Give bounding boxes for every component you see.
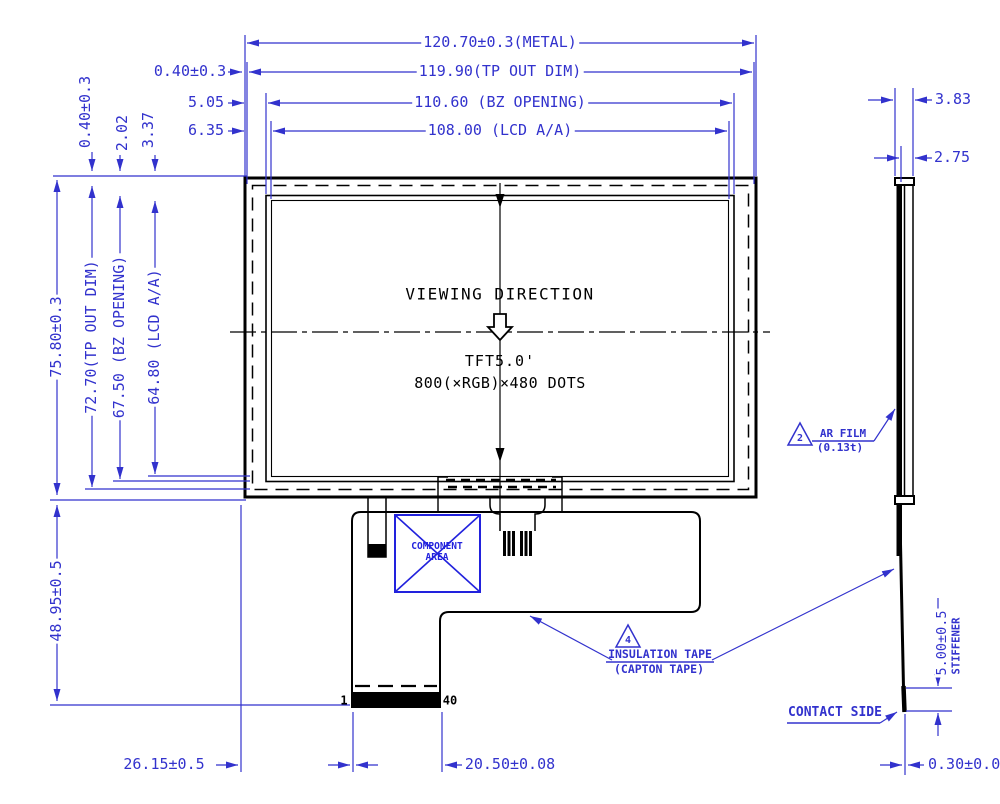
insulation-tape-flag-number: 4 bbox=[624, 634, 632, 646]
dim-bz-offset: 5.05 bbox=[185, 93, 227, 112]
dim-metal-height: 75.80±0.3 bbox=[47, 294, 66, 380]
panel-type-label: TFT5.0' bbox=[464, 352, 536, 371]
stiffener-label: STIFFENER bbox=[950, 617, 963, 675]
dim-fpc-offset: 26.15±0.5 bbox=[121, 755, 207, 774]
dim-metal-width: 120.70±0.3(METAL) bbox=[421, 33, 579, 52]
pin-40-label: 40 bbox=[442, 693, 458, 708]
component-area-label-line2: AREA bbox=[425, 552, 449, 564]
dim-fpc-height: 48.95±0.5 bbox=[47, 558, 66, 644]
dim-stiffener-height: 5.00±0.5 bbox=[933, 608, 950, 678]
dimension-lines bbox=[50, 35, 952, 775]
dim-bz-top-offset: 2.02 bbox=[113, 112, 132, 154]
dim-total-thickness: 3.83 bbox=[932, 90, 974, 109]
viewing-direction-label: VIEWING DIRECTION bbox=[405, 284, 595, 304]
dim-tp-offset: 0.40±0.3 bbox=[151, 62, 229, 81]
dim-fpc-thickness: 0.30±0.0 bbox=[928, 755, 1000, 774]
ar-film-label: AR FILM bbox=[819, 427, 867, 441]
pin-1-label: 1 bbox=[340, 693, 348, 708]
insulation-tape-label: INSULATION TAPE bbox=[608, 646, 712, 661]
side-view-outline bbox=[894, 177, 915, 713]
component-area-box bbox=[394, 514, 481, 593]
resolution-label: 800(×RGB)×480 DOTS bbox=[414, 374, 586, 393]
dim-lcd-width: 108.00 (LCD A/A) bbox=[425, 121, 575, 140]
dim-tp-width: 119.90(TP OUT DIM) bbox=[416, 62, 584, 81]
ar-film-flag-number: 2 bbox=[796, 432, 804, 444]
component-area-label-line1: COMPONENT bbox=[411, 541, 463, 553]
contact-side-label: CONTACT SIDE bbox=[788, 705, 882, 721]
dim-module-thickness: 2.75 bbox=[931, 148, 973, 167]
dim-lcd-top-offset: 3.37 bbox=[139, 109, 158, 151]
dim-lcd-offset: 6.35 bbox=[185, 121, 227, 140]
dim-bz-width: 110.60 (BZ OPENING) bbox=[412, 93, 588, 112]
dim-tp-height: 72.70(TP OUT DIM) bbox=[82, 258, 101, 416]
ar-film-detail: (0.13t) bbox=[816, 441, 864, 455]
dim-bz-height: 67.50 (BZ OPENING) bbox=[110, 253, 129, 421]
connector-pins bbox=[503, 531, 532, 556]
dim-lcd-height: 64.80 (LCD A/A) bbox=[145, 267, 164, 407]
insulation-tape-detail: (CAPTON TAPE) bbox=[613, 661, 705, 676]
dim-connector-width: 20.50±0.08 bbox=[462, 755, 558, 774]
front-view-outline bbox=[230, 176, 770, 708]
dim-tp-top-offset: 0.40±0.3 bbox=[76, 73, 95, 151]
